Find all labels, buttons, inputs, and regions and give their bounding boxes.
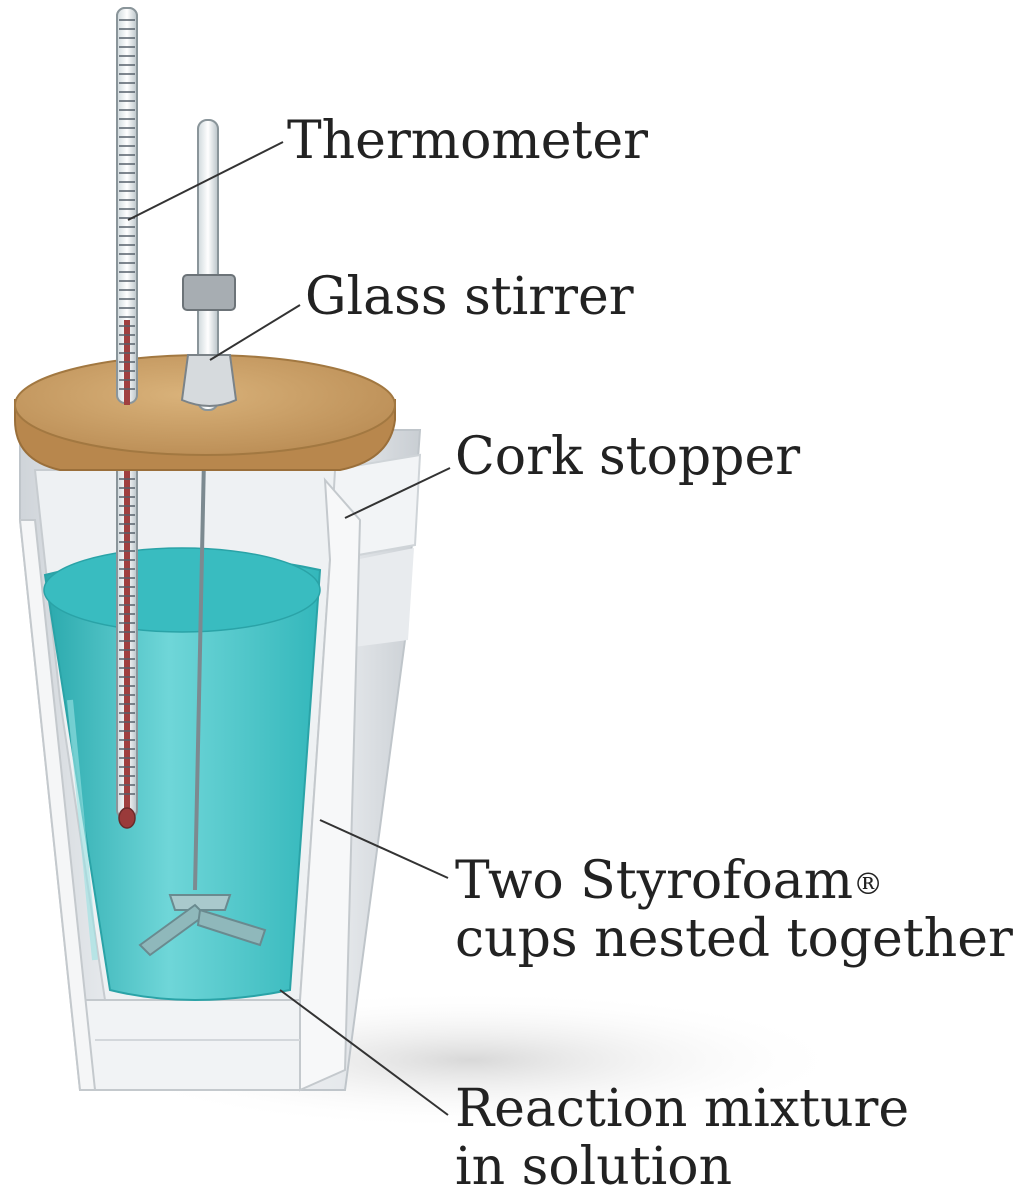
mixture-label-line2: in solution <box>455 1137 733 1197</box>
leader-glass-stirrer <box>209 304 301 361</box>
leader-thermometer <box>127 141 284 221</box>
glass-stirrer-label: Glass stirrer <box>305 267 634 327</box>
reaction-mixture-label: Reaction mixture in solution <box>455 1080 909 1196</box>
stirrer-paddles <box>138 894 267 957</box>
leader-cork-stopper <box>344 467 451 519</box>
registered-mark: ® <box>853 867 884 902</box>
glass-stirrer <box>180 119 238 411</box>
solution-surface <box>43 547 321 633</box>
leader-mixture <box>279 989 449 1116</box>
mixture-label-line1: Reaction mixture <box>455 1079 910 1139</box>
cups-label-line2: cups nested together <box>455 909 1013 969</box>
leader-lines <box>127 141 451 1116</box>
stirrer-rod <box>193 409 207 891</box>
styrofoam-cups-label: Two Styrofoam® cups nested together <box>455 852 1013 968</box>
cup-base-cutaway <box>78 999 301 1091</box>
leader-cups <box>319 819 449 879</box>
thermometer-label: Thermometer <box>287 111 649 171</box>
cork-stopper-label: Cork stopper <box>455 427 801 487</box>
cups-label-line1: Two Styrofoam <box>455 851 854 911</box>
